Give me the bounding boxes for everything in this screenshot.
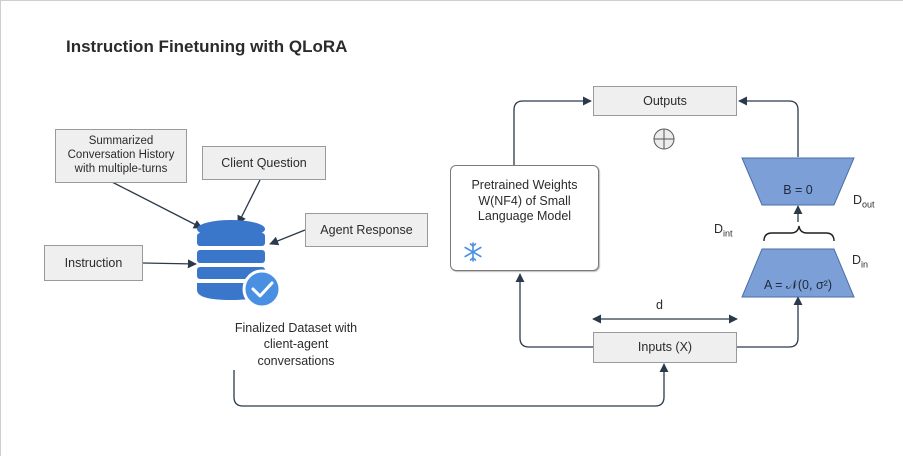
- arrow-inputs-to-a: [737, 296, 803, 348]
- d-int-label: Dint: [714, 222, 733, 239]
- dataset-caption: Finalized Dataset with client-agent conv…: [234, 321, 358, 368]
- matrix-b-trapezoid: [741, 157, 855, 206]
- d-in-label: Din: [852, 253, 869, 270]
- matrix-a-label: A = 𝒩(0, σ²): [764, 278, 832, 292]
- matrix-a-trapezoid: [741, 248, 855, 298]
- inputs-label: Inputs (X): [637, 340, 693, 354]
- outputs-box: Outputs: [593, 86, 737, 116]
- instruction-label: Instruction: [64, 255, 123, 270]
- arrow-agent-to-db: [269, 229, 306, 246]
- d-int-brace: [763, 225, 835, 242]
- pretrained-weights-label: Pretrained Weights W(NF4) of Small Langu…: [471, 178, 578, 224]
- client-question-label: Client Question: [221, 155, 307, 170]
- arrow-question-to-db: [237, 179, 261, 225]
- client-question-box: Client Question: [202, 146, 326, 180]
- arrow-instruction-to-db: [142, 259, 197, 269]
- arrow-inputs-to-pretrained: [515, 273, 593, 348]
- arrow-pretrained-to-outputs: [513, 96, 592, 165]
- agent-response-box: Agent Response: [305, 213, 428, 247]
- agent-response-label: Agent Response: [320, 222, 413, 237]
- outputs-label: Outputs: [643, 93, 687, 108]
- summarized-history-label: Summarized Conversation History with mul…: [67, 135, 175, 175]
- d-out-label: Dout: [853, 193, 875, 210]
- arrow-summarized-to-db: [111, 181, 203, 229]
- d-label: d: [656, 298, 663, 312]
- arrow-dataset-to-inputs: [233, 363, 669, 407]
- snowflake-icon: [464, 242, 482, 262]
- inputs-box: Inputs (X): [593, 332, 737, 363]
- matrix-b-label: B = 0: [783, 183, 813, 197]
- pretrained-weights-box: Pretrained Weights W(NF4) of Small Langu…: [450, 165, 599, 271]
- summarized-history-box: Summarized Conversation History with mul…: [55, 129, 187, 183]
- circle-plus-icon: [653, 128, 675, 150]
- checkmark-icon: [242, 269, 282, 309]
- diagram-title: Instruction Finetuning with QLoRA: [66, 37, 348, 56]
- instruction-box: Instruction: [44, 245, 143, 281]
- arrow-b-to-outputs: [738, 96, 799, 157]
